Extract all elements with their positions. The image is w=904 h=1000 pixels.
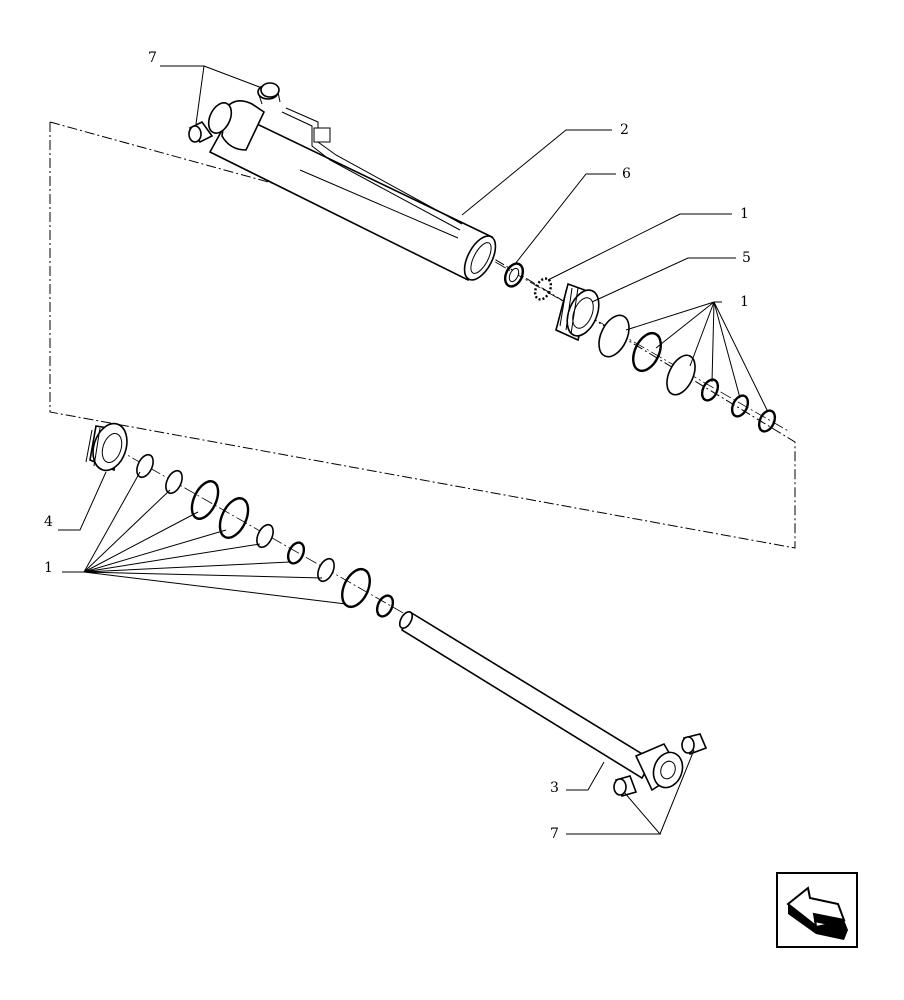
leader-lines — [58, 65, 769, 835]
lower-seal-rings — [136, 453, 395, 618]
callout-7-bottom: 7 — [550, 826, 559, 842]
pin-bottom-left — [613, 775, 638, 797]
callout-3: 3 — [550, 780, 559, 796]
callout-5: 5 — [742, 250, 751, 266]
pin-top-right — [260, 82, 280, 98]
arrow-back-icon — [786, 886, 848, 940]
callout-1-lock-washer: 1 — [740, 206, 749, 222]
boundary-chain-line — [49, 121, 796, 549]
callout-6: 6 — [622, 166, 631, 182]
piston-rod — [398, 610, 684, 792]
piston — [555, 282, 600, 342]
washer — [503, 262, 525, 288]
callout-2: 2 — [620, 122, 629, 138]
lock-washer — [533, 277, 553, 301]
upper-axis-line — [477, 251, 791, 433]
pin-bottom-right — [681, 733, 708, 756]
callout-1-upper-rings: 1 — [740, 294, 749, 310]
callout-4: 4 — [44, 514, 53, 530]
cylinder-barrel — [207, 84, 497, 282]
gland-nut — [85, 422, 128, 472]
back-navigation-button[interactable] — [776, 872, 858, 948]
upper-seal-rings — [598, 314, 777, 433]
pin-top-left — [188, 120, 214, 144]
callout-1-lower-rings: 1 — [44, 560, 53, 576]
callout-7-top: 7 — [148, 50, 157, 66]
